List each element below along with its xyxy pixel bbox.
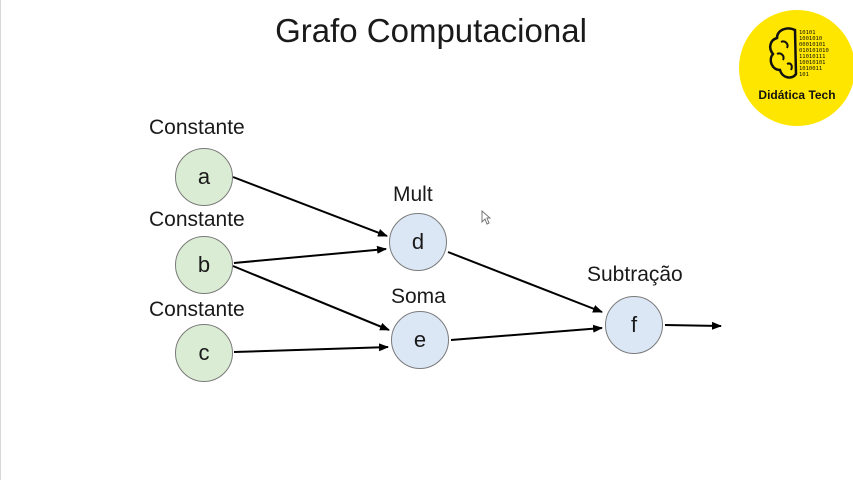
- node-d: d: [389, 213, 447, 271]
- label-b: Constante: [149, 208, 245, 231]
- svg-text:10101: 10101: [799, 30, 816, 36]
- edge-e-f: [450, 324, 603, 341]
- svg-text:1010011: 1010011: [799, 66, 822, 72]
- edge-a-d: [232, 176, 388, 237]
- label-c: Constante: [149, 298, 245, 321]
- edge-b-d: [233, 245, 387, 264]
- node-e: e: [391, 311, 449, 369]
- edge-d-f: [447, 251, 603, 313]
- edge-c-e: [233, 343, 389, 353]
- label-d: Mult: [393, 183, 433, 206]
- brain-binary-icon: 10101 1001010 00010101 010101010 1101011…: [768, 27, 829, 79]
- node-b: b: [175, 236, 233, 294]
- logo-text: Didática Tech: [758, 88, 836, 102]
- svg-text:11010111: 11010111: [799, 54, 826, 60]
- slide-title: Grafo Computacional: [275, 12, 587, 49]
- svg-text:1001010: 1001010: [799, 36, 822, 42]
- svg-text:010101010: 010101010: [799, 48, 829, 54]
- label-e: Soma: [391, 285, 446, 308]
- label-a: Constante: [149, 116, 245, 139]
- edge-b-e: [232, 265, 390, 331]
- svg-text:10010101: 10010101: [799, 60, 826, 66]
- mouse-cursor-icon: [481, 210, 491, 225]
- svg-text:00010101: 00010101: [799, 42, 826, 48]
- edge-f-output: [664, 321, 722, 330]
- svg-text:101: 101: [799, 72, 809, 78]
- node-f: f: [605, 296, 663, 354]
- node-a: a: [175, 148, 233, 206]
- logo: 10101 1001010 00010101 010101010 1101011…: [739, 10, 853, 126]
- label-f: Subtração: [587, 263, 683, 286]
- node-c: c: [175, 324, 233, 382]
